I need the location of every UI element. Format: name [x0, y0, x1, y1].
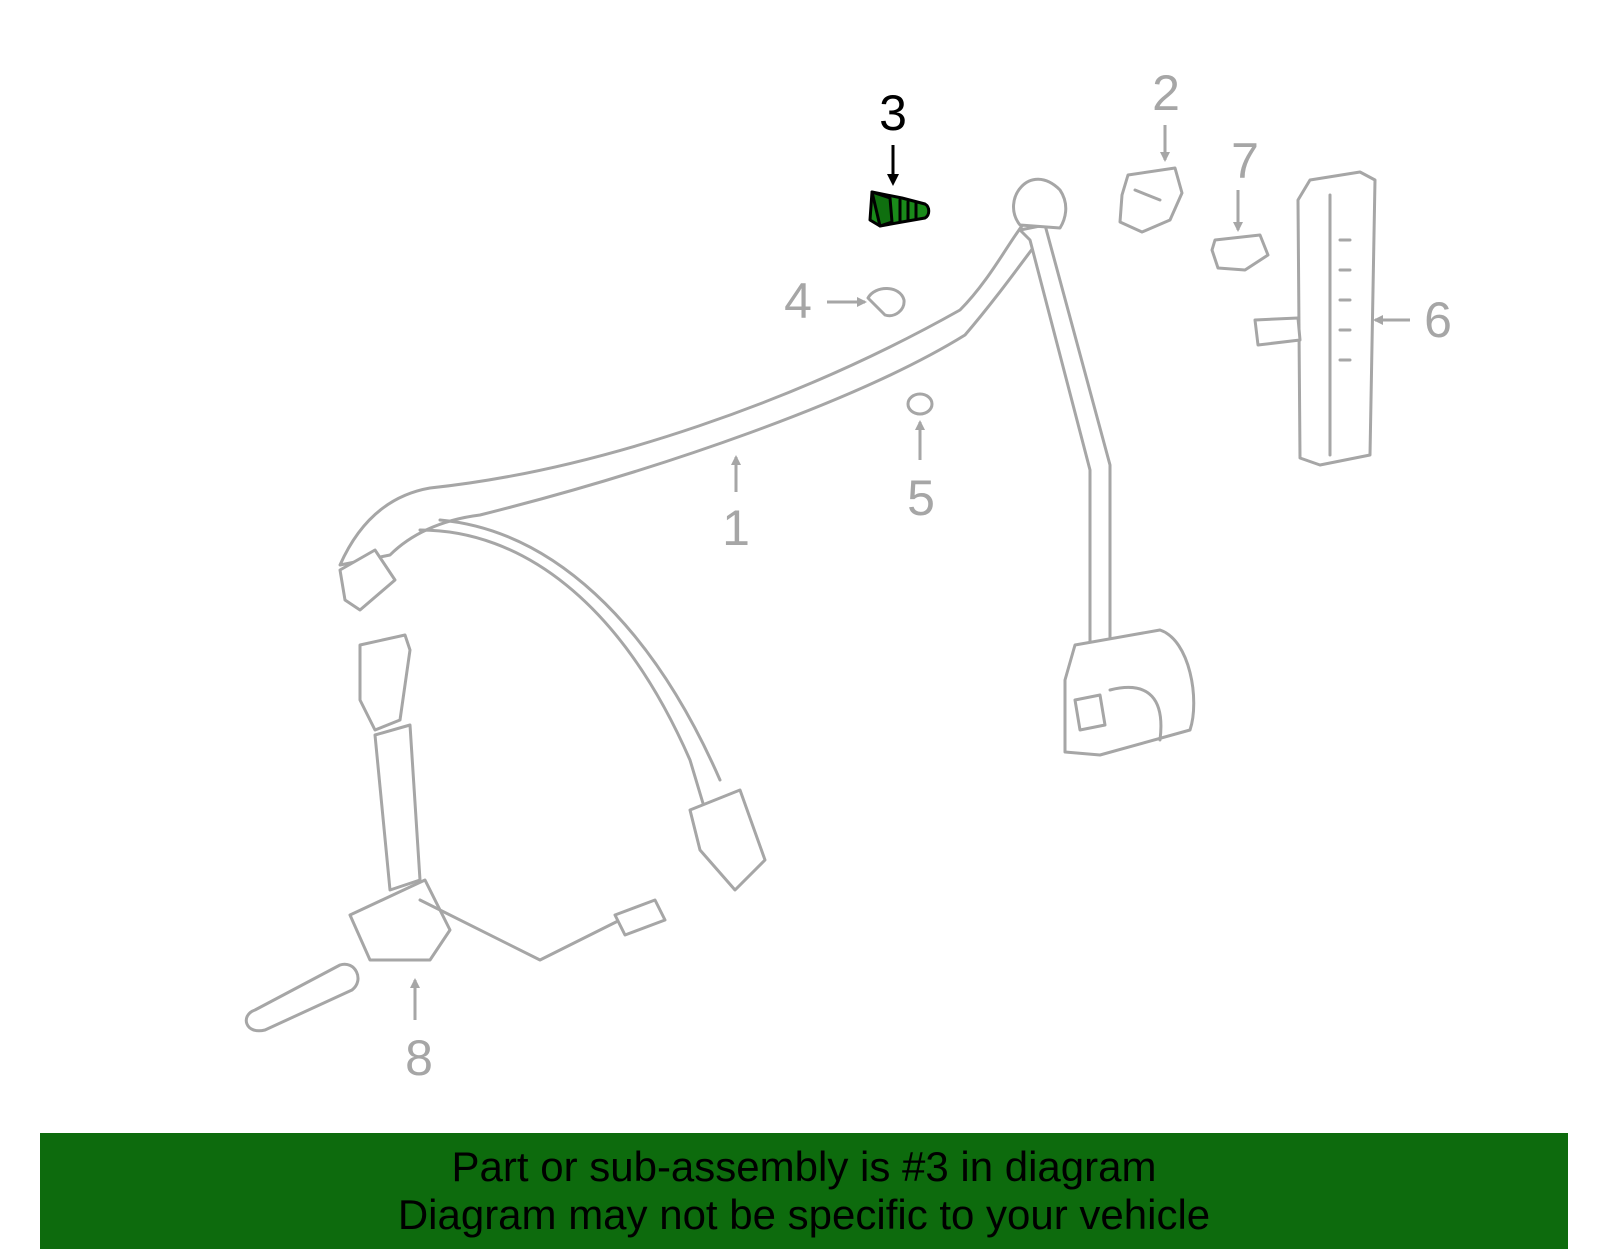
banner-line-2: Diagram may not be specific to your vehi… [397, 1191, 1211, 1238]
part-6-height-adjuster[interactable] [1253, 170, 1377, 467]
callout-4: 4 [784, 273, 812, 329]
part-8-buckle-assembly[interactable] [244, 633, 667, 1033]
part-3-bolt[interactable] [868, 190, 931, 228]
callout-3: 3 [879, 85, 907, 141]
banner-line-1: Part or sub-assembly is #3 in diagram [451, 1143, 1157, 1190]
part-5-cap[interactable] [906, 392, 934, 416]
callout-8: 8 [405, 1030, 433, 1086]
part-2-guide[interactable] [1118, 166, 1184, 234]
retractor [1063, 628, 1196, 757]
part-4-clip[interactable] [866, 287, 906, 318]
callout-arrows [410, 125, 1410, 1020]
callout-1: 1 [722, 500, 750, 556]
callout-7: 7 [1231, 133, 1259, 189]
callout-2: 2 [1152, 65, 1180, 121]
callout-6: 6 [1424, 292, 1452, 348]
part-7-nut[interactable] [1210, 233, 1270, 272]
part-1-seat-belt-webbing[interactable] [338, 177, 1112, 892]
info-banner: Part or sub-assembly is #3 in diagram Di… [40, 1133, 1568, 1249]
callout-5: 5 [907, 470, 935, 526]
